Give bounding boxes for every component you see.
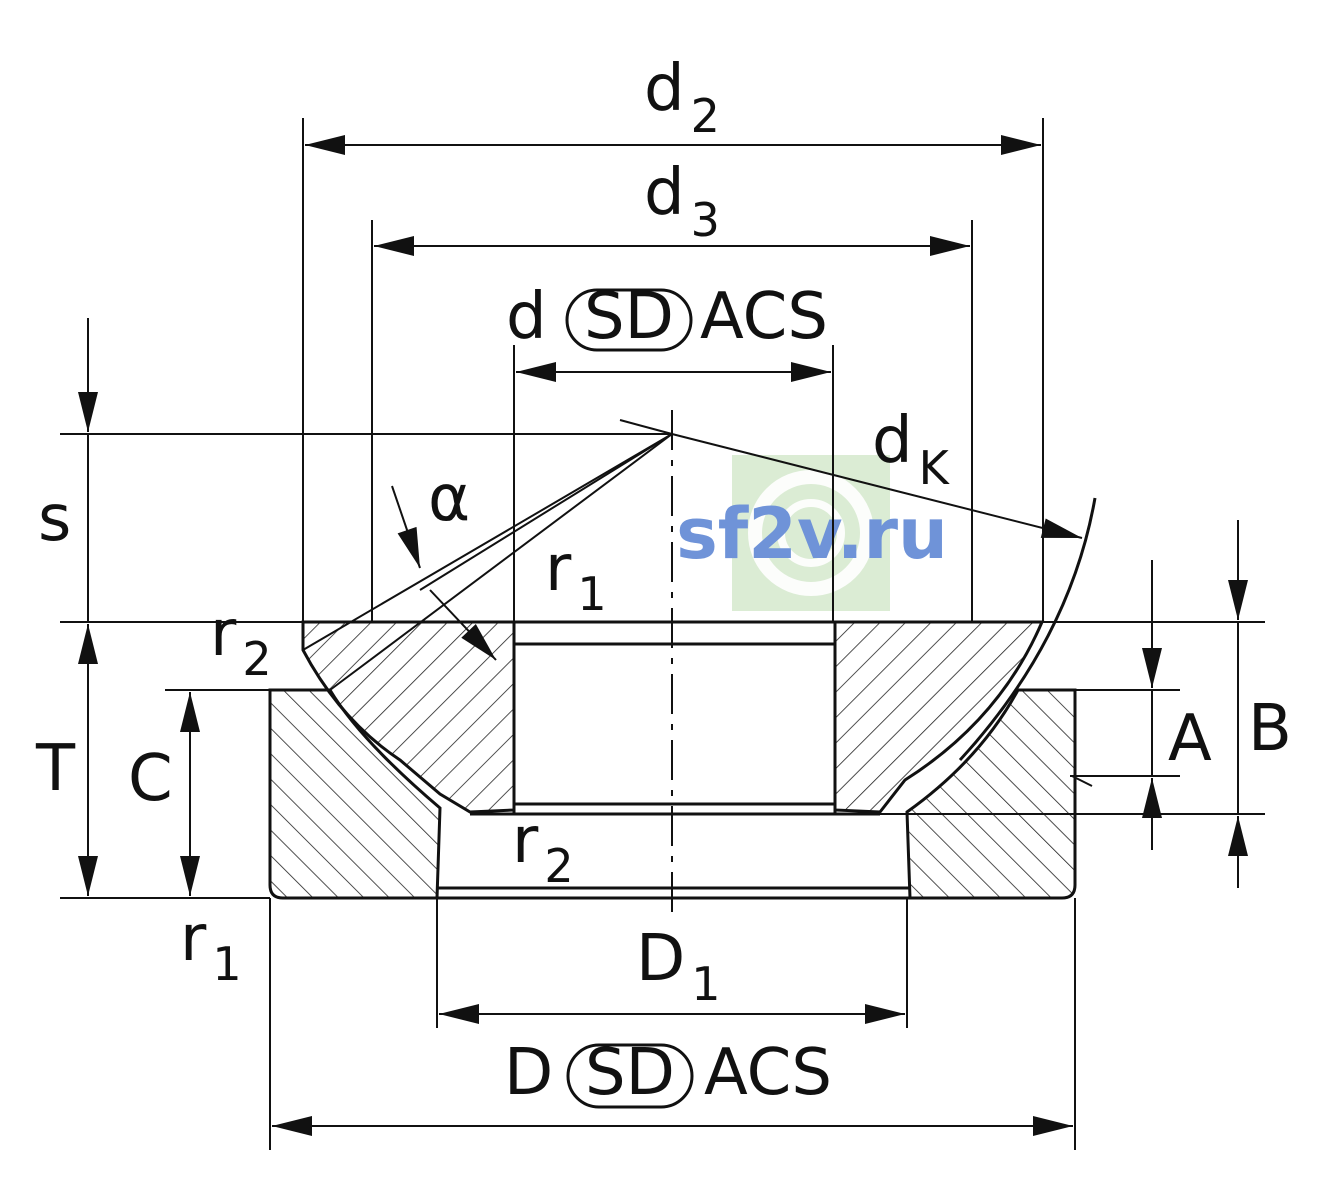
label-T: T bbox=[35, 732, 76, 806]
extension-lines bbox=[60, 118, 1265, 1150]
watermark-text: sf2v.ru bbox=[676, 493, 948, 575]
label-alpha: α bbox=[428, 462, 470, 536]
label-D-sd-acs: D SD ACS bbox=[504, 1036, 832, 1110]
label-s: s bbox=[38, 482, 71, 556]
label-A: A bbox=[1168, 702, 1212, 776]
watermark-bearing-icon bbox=[748, 470, 874, 596]
svg-text:ACS: ACS bbox=[704, 1036, 832, 1110]
seal-oval-D bbox=[566, 1043, 694, 1109]
svg-text:d: d bbox=[506, 280, 547, 354]
label-C: C bbox=[128, 742, 173, 816]
label-B: B bbox=[1248, 692, 1292, 766]
housing-washer-left bbox=[268, 688, 442, 900]
svg-text:D: D bbox=[504, 1036, 553, 1110]
bore-top-land bbox=[512, 620, 837, 646]
housing-washer-right bbox=[905, 688, 1077, 900]
dimension-lines bbox=[78, 135, 1248, 1136]
svg-text:ACS: ACS bbox=[700, 280, 828, 354]
construction-lines bbox=[302, 410, 1083, 915]
svg-text:SD: SD bbox=[584, 280, 674, 354]
shaft-washer-right bbox=[833, 620, 1045, 814]
leader-A bbox=[1071, 775, 1093, 787]
seal-oval-d bbox=[565, 288, 693, 352]
dim-alpha-arrow-1 bbox=[391, 485, 421, 569]
label-d-sd-acs: d SD ACS bbox=[506, 280, 828, 354]
watermark: sf2v.ru bbox=[676, 455, 948, 611]
svg-text:SD: SD bbox=[585, 1036, 675, 1110]
sphere-outline bbox=[958, 497, 1097, 762]
dim-alpha-arrow-2 bbox=[429, 589, 497, 661]
housing-washer-section bbox=[268, 688, 1077, 900]
